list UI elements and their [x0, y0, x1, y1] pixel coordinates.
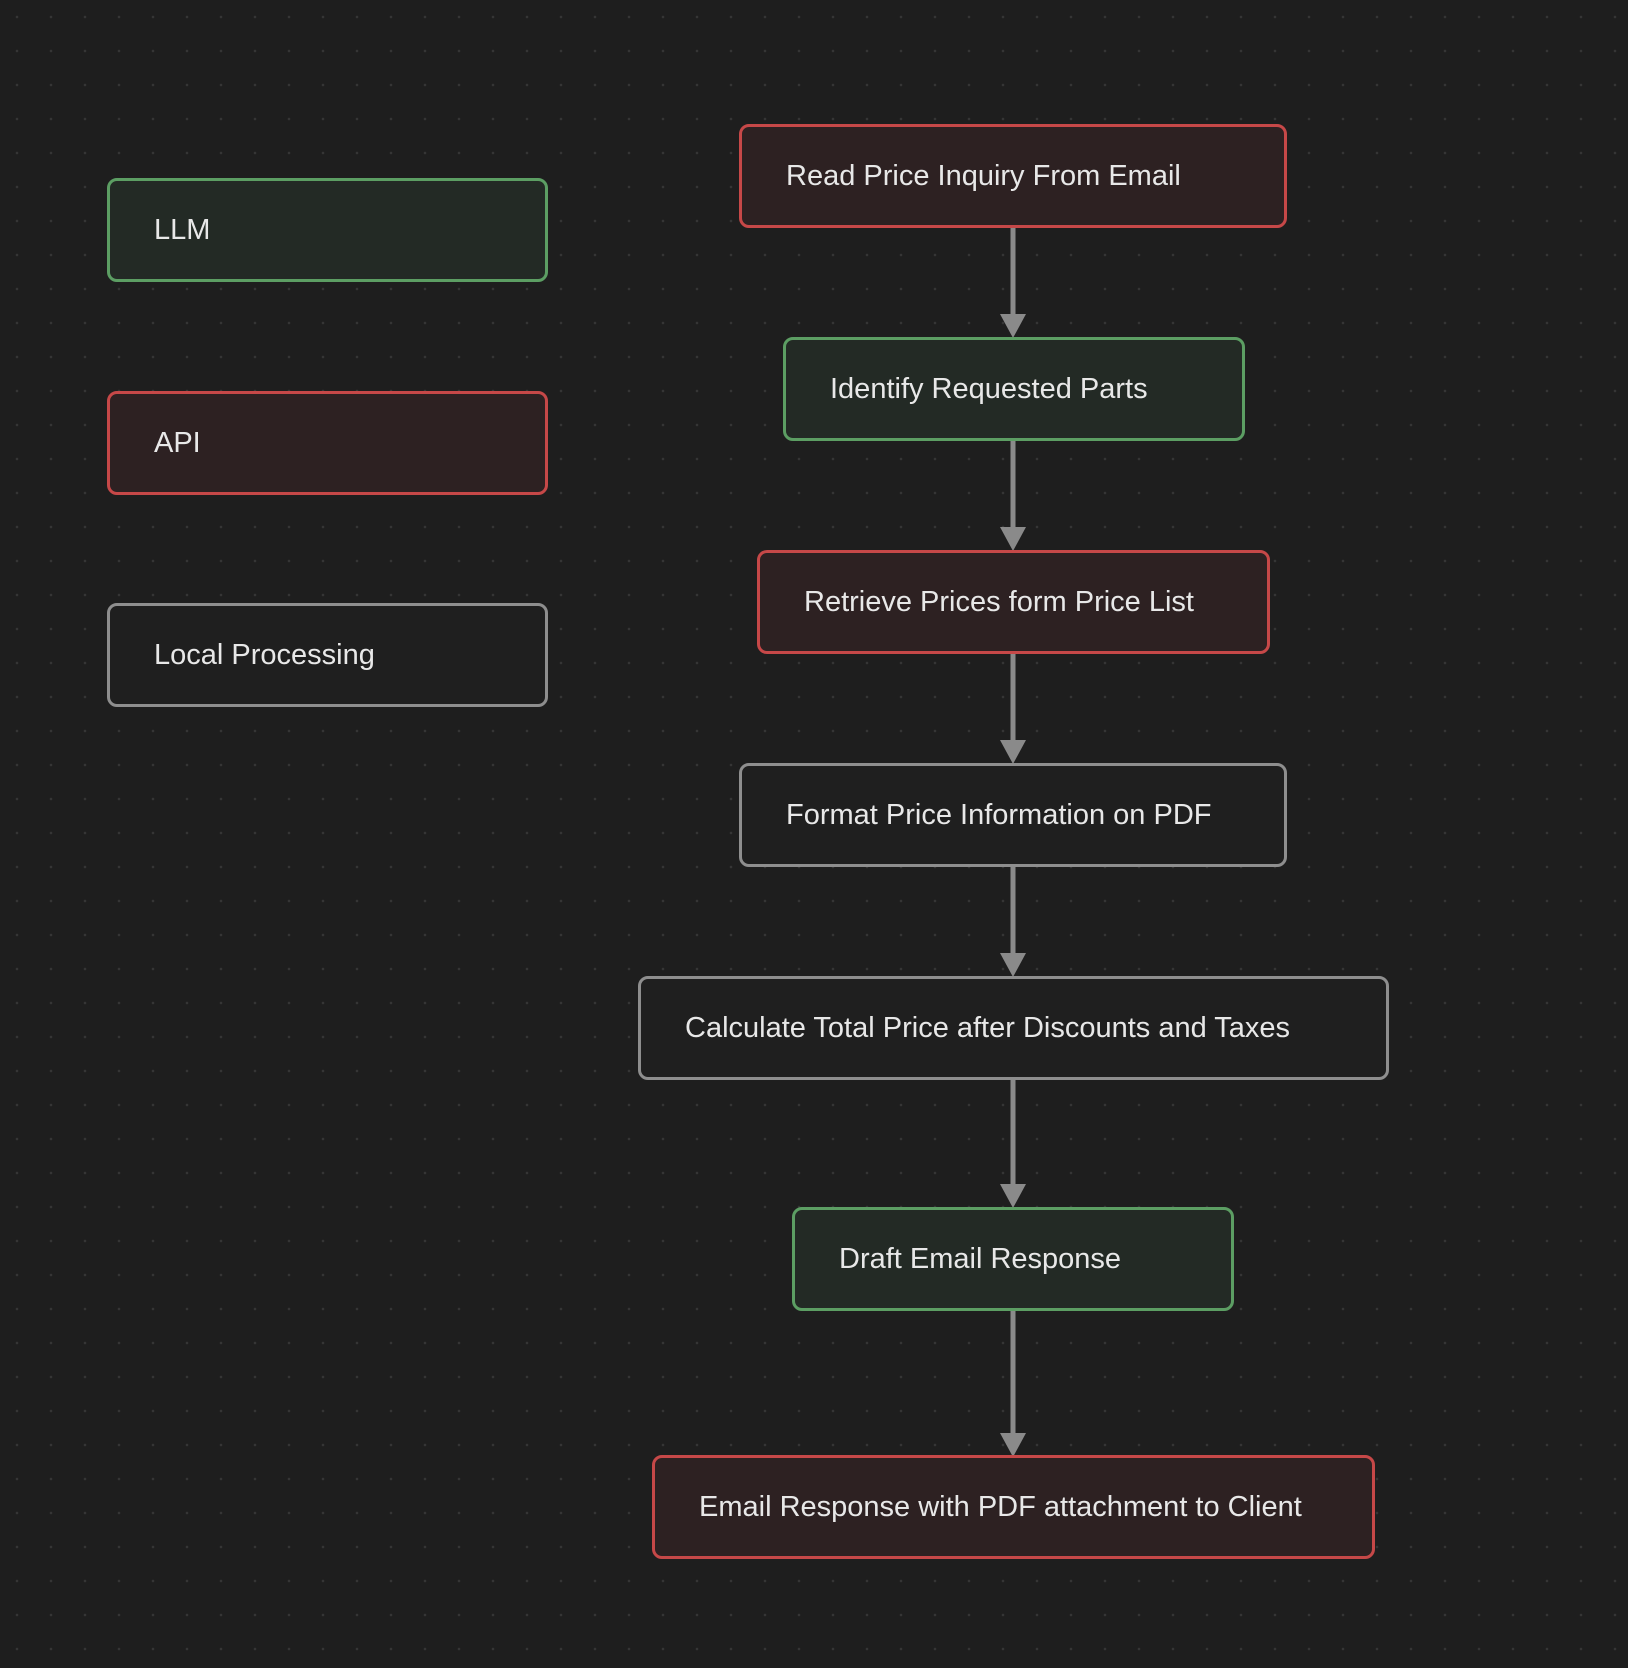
legend-api[interactable]: API [107, 391, 548, 495]
step-label: Email Response with PDF attachment to Cl… [699, 1490, 1302, 1523]
step-draft-email-response[interactable]: Draft Email Response [792, 1207, 1234, 1311]
arrow-4 [1000, 867, 1026, 977]
step-label: Retrieve Prices form Price List [804, 585, 1194, 618]
step-retrieve-prices[interactable]: Retrieve Prices form Price List [757, 550, 1270, 654]
step-label: Format Price Information on PDF [786, 798, 1212, 831]
legend-local-processing[interactable]: Local Processing [107, 603, 548, 707]
arrow-1 [1000, 228, 1026, 338]
step-read-price-inquiry[interactable]: Read Price Inquiry From Email [739, 124, 1287, 228]
step-label: Read Price Inquiry From Email [786, 159, 1181, 192]
step-email-response-client[interactable]: Email Response with PDF attachment to Cl… [652, 1455, 1375, 1559]
step-label: Calculate Total Price after Discounts an… [685, 1011, 1291, 1044]
legend-api-label: API [154, 426, 201, 459]
arrow-6 [1000, 1311, 1026, 1457]
arrow-3 [1000, 654, 1026, 764]
step-label: Identify Requested Parts [830, 372, 1148, 405]
legend-llm[interactable]: LLM [107, 178, 548, 282]
step-calculate-total-price[interactable]: Calculate Total Price after Discounts an… [638, 976, 1389, 1080]
step-format-price-pdf[interactable]: Format Price Information on PDF [739, 763, 1287, 867]
step-label: Draft Email Response [839, 1242, 1122, 1275]
legend-llm-label: LLM [154, 213, 211, 246]
step-identify-requested-parts[interactable]: Identify Requested Parts [783, 337, 1245, 441]
arrow-2 [1000, 441, 1026, 551]
arrow-5 [1000, 1080, 1026, 1208]
legend-local-processing-label: Local Processing [154, 638, 375, 671]
